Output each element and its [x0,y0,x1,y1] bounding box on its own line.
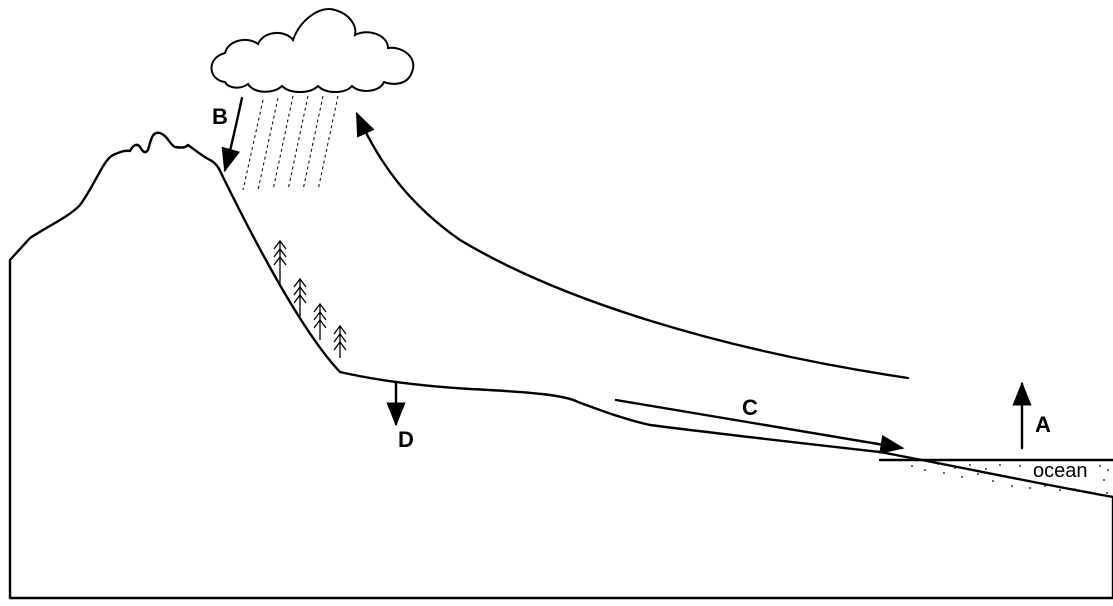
evaporation-transport-arrow [355,111,910,380]
tree-icon [333,324,347,358]
tree-icon [293,277,307,317]
precipitation-arrow [221,96,244,173]
tree-icon [313,302,327,340]
land-profile [8,131,1113,600]
tree-icon [273,239,287,287]
ocean-stipple [911,463,1109,494]
label-a: A [1035,412,1051,437]
label-c: C [742,395,758,420]
trees [273,239,347,358]
runoff-arrow [614,398,905,454]
label-d: D [398,427,414,452]
cloud-icon [210,8,415,93]
label-b: B [212,104,228,129]
rain [242,95,339,191]
ocean-label: ocean [1033,460,1088,482]
